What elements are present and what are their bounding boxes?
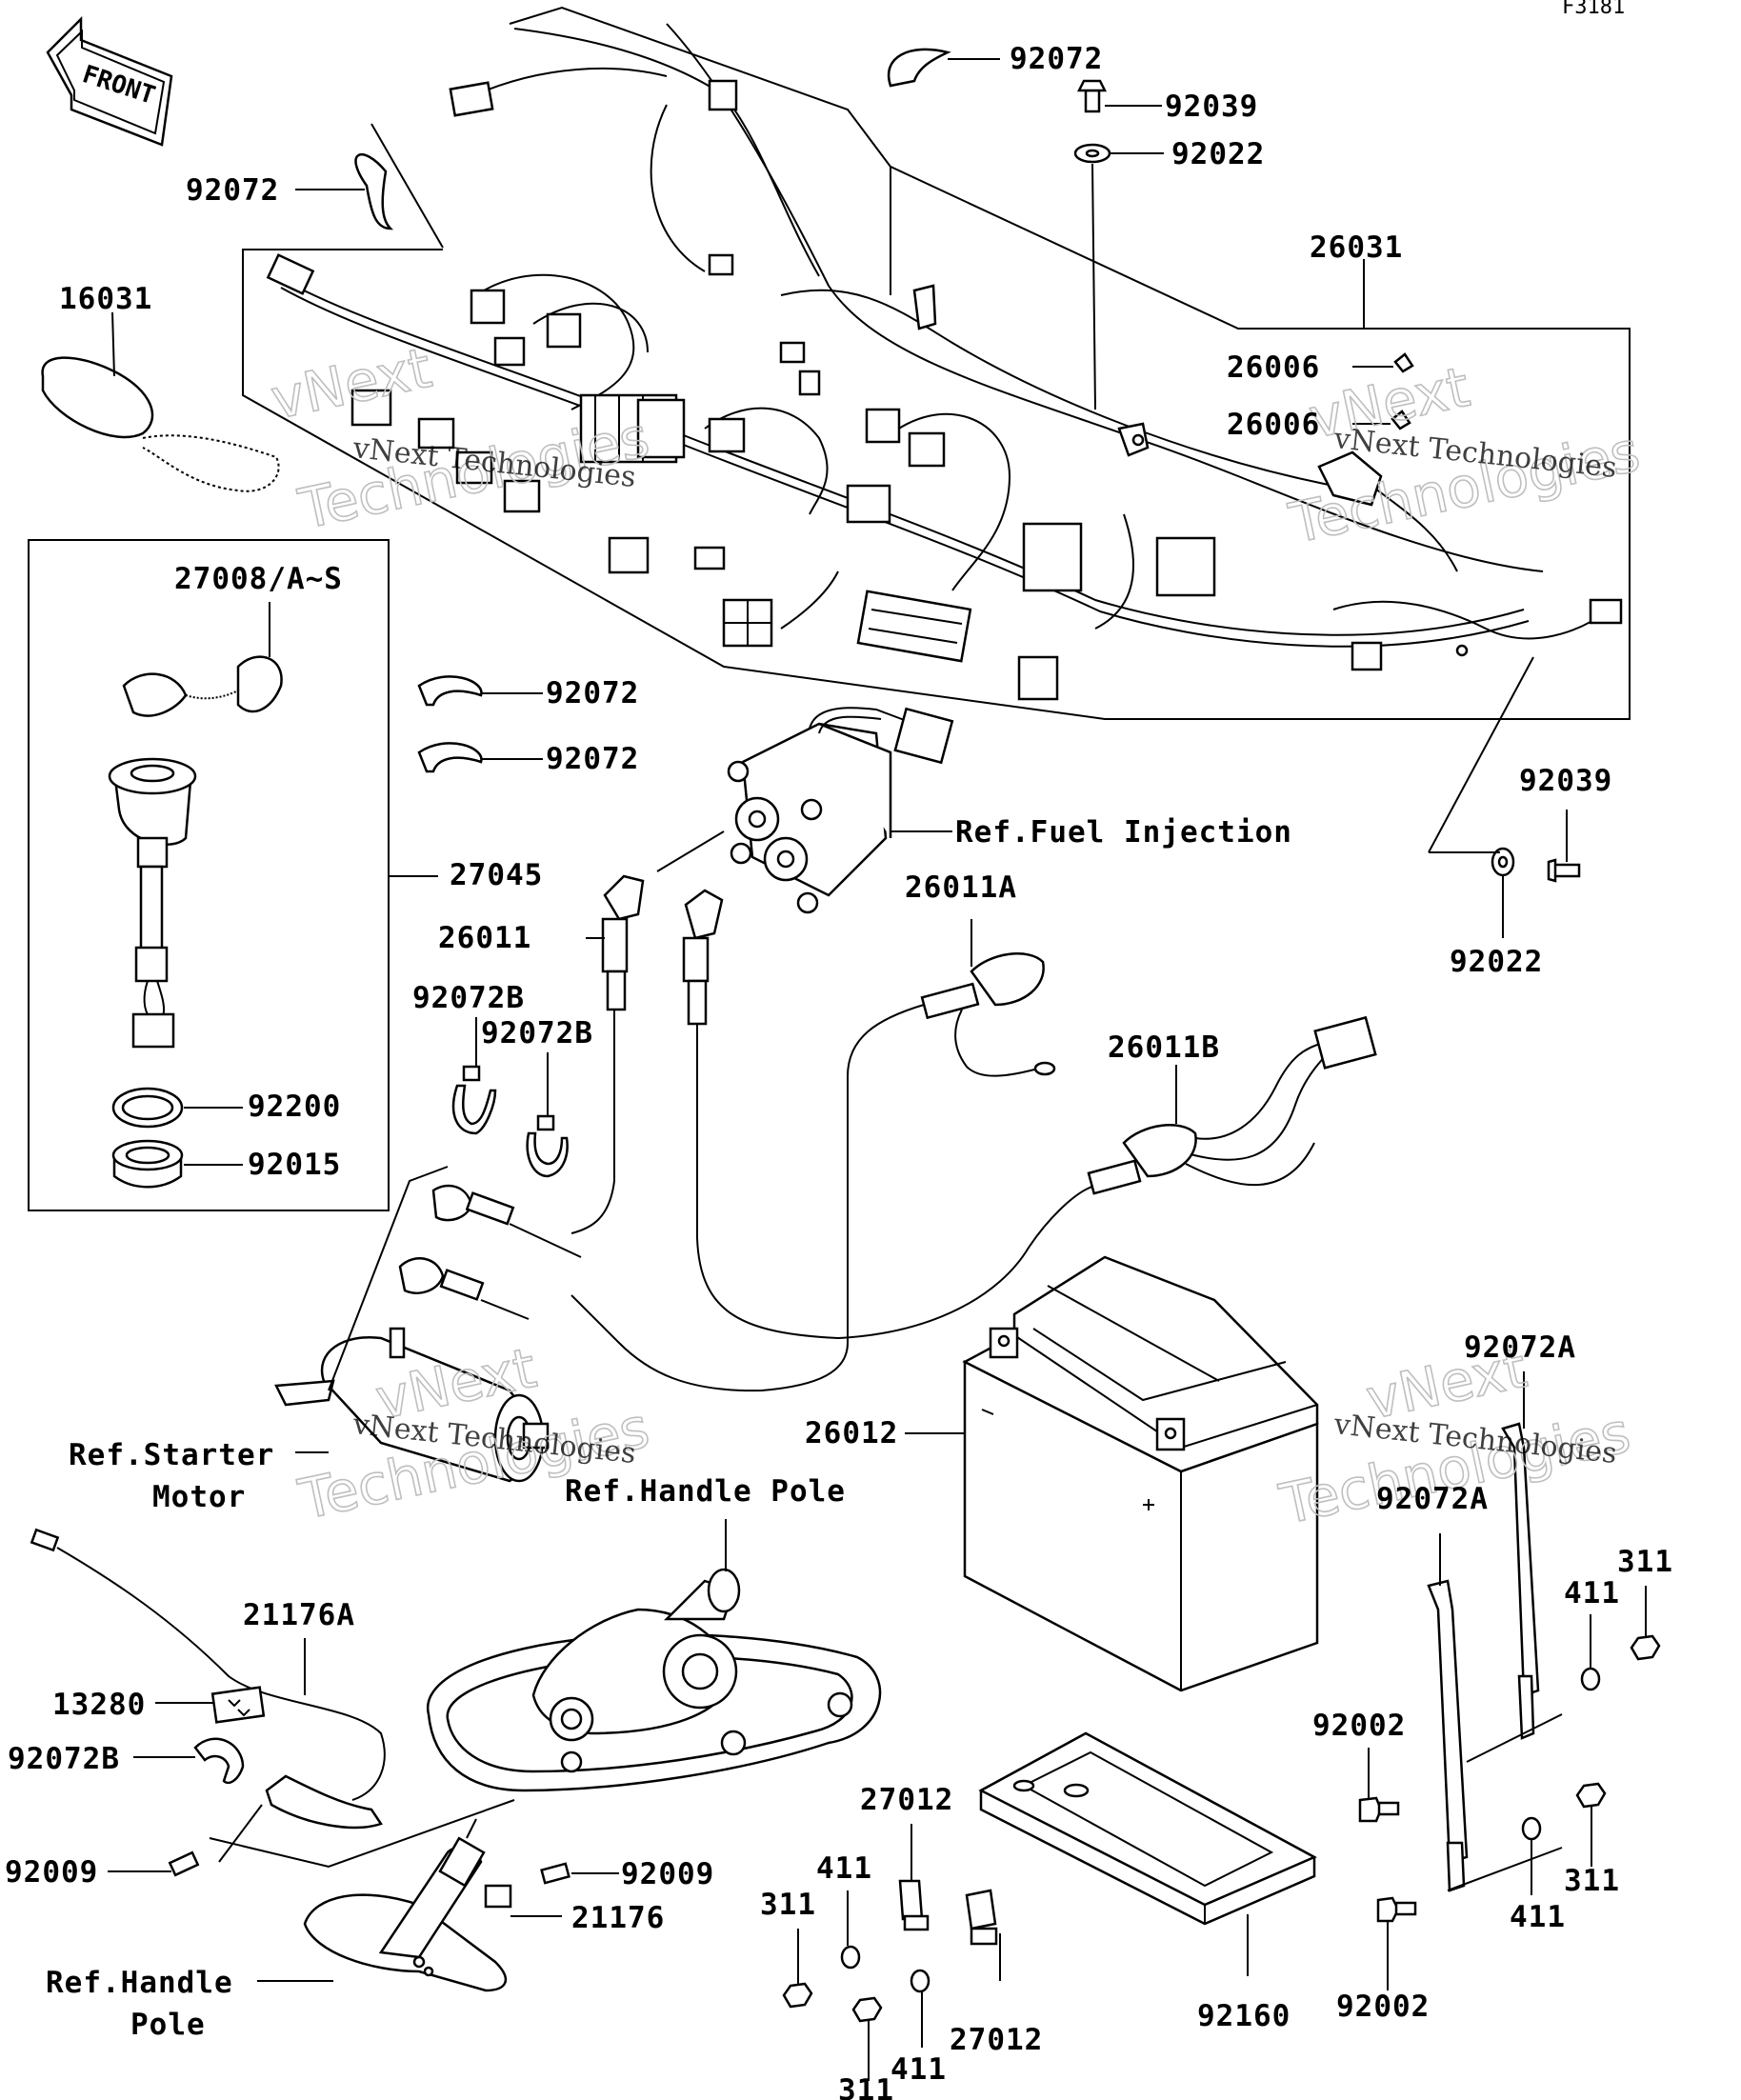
clamp-92072B-lower: [133, 1737, 245, 1785]
bolt-92039-top: [1076, 79, 1162, 113]
callout-92039: 92039: [1165, 90, 1258, 124]
callout-92009: 92009: [5, 1855, 98, 1890]
starter-motor: [274, 1166, 582, 1483]
callout-92072B: 92072B: [481, 1016, 593, 1050]
callout-ref-handle-pole: Ref.Handle: [46, 1966, 233, 2000]
callout-27008: 27008/A~S: [174, 562, 343, 596]
callout-311: 311: [760, 1888, 816, 1922]
callout-92072: 92072: [546, 742, 639, 776]
callout-311: 311: [1617, 1545, 1673, 1579]
bolt-92002-a: [1358, 1748, 1400, 1823]
cover-16031: [41, 311, 280, 492]
cap-26011B: [1087, 1015, 1377, 1195]
callout-ref-fuel-injection: Ref.Fuel Injection: [955, 815, 1292, 850]
front-arrow-icon: FRONT: [46, 15, 173, 147]
callout-411: 411: [1510, 1900, 1566, 1934]
bolt-92002-b: [1376, 1896, 1417, 1990]
callout-ref-handle-pole: Ref.Handle Pole: [565, 1474, 846, 1509]
nut-311-b: [851, 1996, 883, 2081]
callout-21176: 21176: [571, 1901, 665, 1935]
clip-26006: [1352, 352, 1414, 430]
callout-92072A: 92072A: [1376, 1482, 1489, 1516]
callout-92022: 92022: [1171, 137, 1265, 171]
callout-26011: 26011: [438, 921, 531, 955]
callout-92072B: 92072B: [8, 1742, 120, 1776]
callout-27012: 27012: [860, 1783, 953, 1817]
callout-13280: 13280: [52, 1688, 146, 1722]
clamp-92072-mid: [417, 675, 543, 773]
cap-26011A: [570, 919, 1056, 1392]
callout-411: 411: [891, 2052, 947, 2087]
callout-92072: 92072: [1010, 42, 1103, 76]
callout-21176A: 21176A: [243, 1598, 355, 1632]
figure-id: F3181: [1562, 0, 1625, 19]
callout-92072B: 92072B: [412, 981, 525, 1015]
callout-311: 311: [1564, 1864, 1620, 1898]
callout-92015: 92015: [248, 1148, 341, 1182]
callout-92200: 92200: [248, 1090, 341, 1124]
handle-pole-cover: [426, 1519, 882, 1792]
main-harness-26031: [242, 6, 1631, 720]
callout-26011A: 26011A: [905, 870, 1017, 905]
callout-ref-starter-motor: Ref.Starter: [69, 1438, 274, 1472]
callout-26006: 26006: [1227, 408, 1320, 442]
callout-92009: 92009: [621, 1857, 714, 1891]
washer-411-r2: [1521, 1816, 1542, 1895]
ignition-coil-ref-fuel-injection: [656, 707, 954, 914]
washer-411-a: [840, 1890, 861, 1970]
nut-311-r1: [1630, 1586, 1661, 1661]
callout-92039: 92039: [1519, 764, 1612, 798]
strap-92072A: [1427, 1371, 1563, 1892]
tray-92160: [978, 1731, 1317, 1976]
washer-411-r1: [1580, 1614, 1601, 1691]
callout-27012: 27012: [950, 2023, 1043, 2057]
callout-92072: 92072: [546, 676, 639, 710]
callout-26012: 26012: [805, 1416, 898, 1450]
bolt-92039-right: [1547, 810, 1581, 883]
handle-pole-lower: [257, 1818, 508, 1992]
washer-411-b: [910, 1969, 931, 2048]
bracket-27012-a: [898, 1824, 930, 1931]
label-13280: [155, 1686, 266, 1724]
nut-311-r2: [1575, 1782, 1607, 1867]
clamp-92072-top: [887, 48, 1000, 88]
callout-92002: 92002: [1312, 1709, 1406, 1743]
lead-21176A: [30, 1528, 515, 1869]
callout-92002: 92002: [1336, 1990, 1430, 2024]
callout-411: 411: [1564, 1576, 1620, 1610]
callout-ref-handle-pole: Pole: [130, 2008, 206, 2042]
nut-311-a: [782, 1929, 813, 2009]
callout-26011B: 26011B: [1108, 1030, 1220, 1065]
clamp-92072-left: [295, 153, 394, 230]
clamp-92072B: [451, 1017, 569, 1178]
callout-16031: 16031: [59, 282, 152, 316]
svg-text:vNext: vNext: [266, 335, 437, 432]
washer-92022-right: [1428, 656, 1534, 938]
bolt-92009-right: [540, 1862, 619, 1885]
bolt-92009-left: [108, 1850, 200, 1877]
callout-ref-starter-motor: Motor: [152, 1480, 246, 1514]
callout-27045: 27045: [450, 858, 543, 892]
callout-26006: 26006: [1227, 350, 1320, 385]
plug-cap-26011: [570, 874, 1096, 1340]
callout-411: 411: [816, 1851, 872, 1886]
callout-92022: 92022: [1450, 945, 1543, 979]
clip-21176: [484, 1884, 562, 1917]
callout-92072A: 92072A: [1464, 1330, 1576, 1365]
callout-92160: 92160: [1197, 1999, 1291, 2033]
battery-26012: [905, 1255, 1319, 1692]
callout-92072: 92072: [186, 173, 279, 208]
box-27045: [28, 539, 438, 1211]
callout-311: 311: [838, 2073, 894, 2100]
callout-labels: 92072 92039 92022 92072 26031 16031 2600…: [5, 42, 1673, 2100]
washer-92022-top: [1073, 143, 1164, 410]
bracket-27012-b: [965, 1889, 1001, 1981]
callout-26031: 26031: [1310, 230, 1403, 265]
